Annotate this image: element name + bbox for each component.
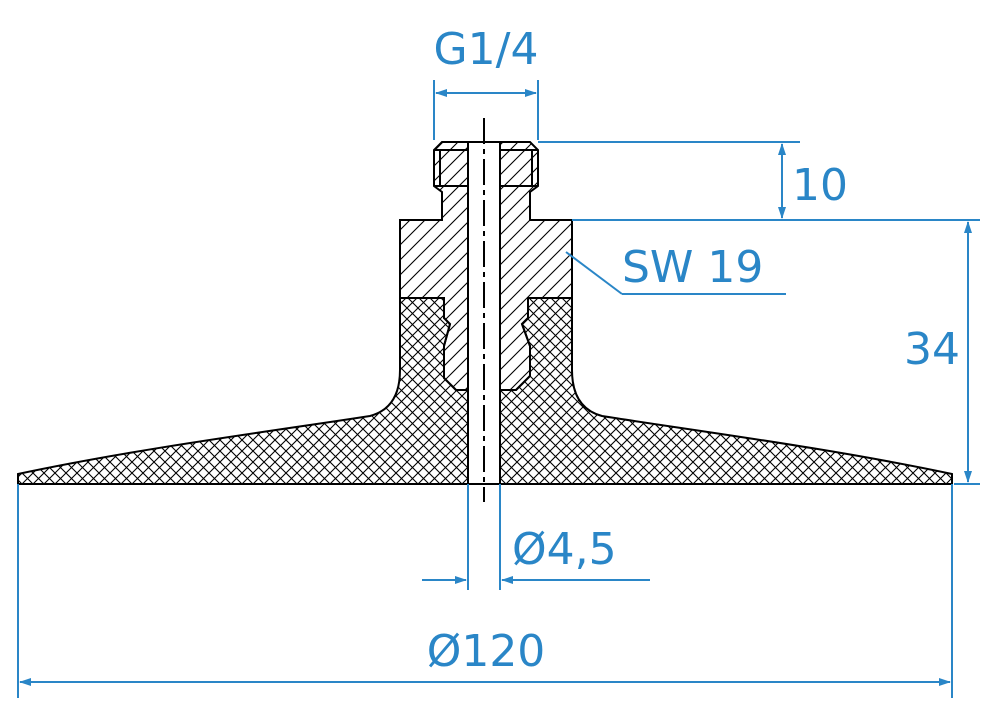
wrench-size-label: SW 19 [622,242,763,293]
base-diameter-label: Ø120 [427,626,546,677]
bore-diameter-label: Ø4,5 [512,524,617,575]
metal-insert [399,141,573,391]
dimensions: G1/4 10 SW 19 34 Ø4,5 Ø120 [17,24,980,698]
height-label: 34 [904,324,960,375]
thread-label: G1/4 [434,24,539,75]
thread-length-label: 10 [792,160,848,211]
